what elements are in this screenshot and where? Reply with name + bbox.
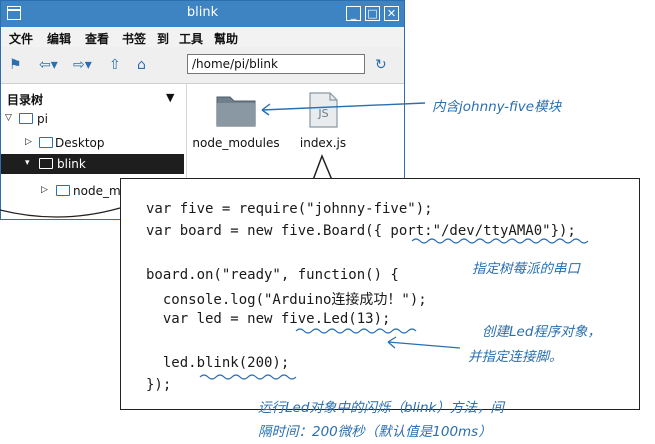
annotation-led-2: 并指定连接脚。 bbox=[468, 349, 563, 365]
tree-item-label: pi bbox=[37, 112, 48, 126]
bookmark-flag-icon[interactable]: ⚑ bbox=[9, 57, 22, 73]
tree-item-label: Desktop bbox=[55, 136, 105, 150]
code-line-8: led.blink(200); bbox=[146, 355, 290, 371]
minimize-button[interactable]: _ bbox=[346, 6, 361, 21]
sidebar-header[interactable]: 目录树 ▼ bbox=[1, 88, 184, 108]
code-callout: var five = require("johnny-five"); var b… bbox=[120, 178, 640, 410]
node-modules-arrow bbox=[261, 102, 426, 111]
menu-view[interactable]: 查看 bbox=[85, 32, 110, 46]
blink-wavy-underline bbox=[199, 374, 297, 380]
tree-item-node-modules[interactable]: ▷ node_mo bbox=[1, 181, 184, 201]
tree-item-desktop[interactable]: ▷ Desktop bbox=[1, 133, 184, 153]
go-icon[interactable]: ↻ bbox=[375, 57, 387, 73]
arrow-head bbox=[387, 336, 397, 349]
port-wavy-underline bbox=[411, 238, 589, 244]
expanded-triangle-icon[interactable]: ▽ bbox=[5, 113, 12, 123]
folder-icon bbox=[56, 185, 70, 196]
file-badge: JS bbox=[317, 107, 328, 120]
tree-item-blink[interactable]: ▾ blink bbox=[1, 154, 184, 174]
collapsed-triangle-icon[interactable]: ▷ bbox=[25, 137, 32, 147]
led-wavy-underline bbox=[295, 328, 417, 334]
callout-curve bbox=[0, 207, 121, 218]
menu-tools[interactable]: 工具 bbox=[179, 32, 204, 46]
toolbar: ⚑ ⇦▾ ⇨▾ ⇧ ⌂ /home/pi/blink ↻ bbox=[1, 47, 404, 84]
code-line-9: }); bbox=[146, 377, 172, 393]
folder-icon bbox=[39, 158, 53, 169]
folder-icon bbox=[39, 137, 53, 148]
close-button[interactable]: ✕ bbox=[384, 6, 399, 21]
annotation-blink-2: 隔时间：200微秒（默认值是100ms） bbox=[258, 424, 492, 440]
annotation-node-modules: 内含johnny-five模块 bbox=[432, 99, 562, 115]
tree-item-label: node_mo bbox=[73, 184, 128, 198]
file-name: node_modules bbox=[192, 136, 280, 150]
annotation-port: 指定树莓派的串口 bbox=[472, 261, 580, 277]
arrow-head bbox=[261, 103, 271, 116]
led-arrow bbox=[387, 341, 461, 349]
annotation-led-1: 创建Led程序对象， bbox=[482, 324, 601, 340]
sidebar-title: 目录树 bbox=[7, 93, 44, 107]
expanded-triangle-icon[interactable]: ▾ bbox=[25, 158, 30, 168]
title-bar[interactable]: blink _ □ ✕ bbox=[1, 1, 404, 27]
callout-pointer bbox=[312, 153, 333, 181]
window-icon bbox=[7, 6, 21, 20]
js-file-icon: JS bbox=[309, 92, 338, 128]
back-icon[interactable]: ⇦▾ bbox=[39, 57, 58, 73]
file-item-index-js[interactable]: JS index.js bbox=[293, 91, 353, 150]
folder-icon bbox=[216, 96, 256, 127]
file-item-node-modules[interactable]: node_modules bbox=[191, 91, 281, 150]
code-line-1: var five = require("johnny-five"); bbox=[146, 201, 433, 217]
window-title: blink bbox=[186, 5, 219, 20]
forward-icon[interactable]: ⇨▾ bbox=[73, 57, 92, 73]
pane-divider[interactable] bbox=[186, 83, 187, 219]
home-folder-icon bbox=[19, 113, 33, 124]
menu-edit[interactable]: 编辑 bbox=[47, 32, 72, 46]
file-name: index.js bbox=[299, 136, 347, 150]
annotation-blink-1: 运行Led对象中的闪烁（blink）方法，间 bbox=[258, 400, 504, 416]
home-icon[interactable]: ⌂ bbox=[137, 57, 146, 73]
menu-file[interactable]: 文件 bbox=[9, 32, 34, 46]
collapsed-triangle-icon[interactable]: ▷ bbox=[41, 185, 48, 195]
address-input[interactable]: /home/pi/blink bbox=[187, 54, 365, 74]
code-line-5: console.log("Arduino连接成功！"); bbox=[146, 292, 427, 308]
menu-help[interactable]: 幫助 bbox=[214, 32, 239, 46]
menu-go[interactable]: 到 bbox=[157, 32, 170, 46]
maximize-button[interactable]: □ bbox=[365, 6, 380, 21]
code-line-4: board.on("ready", function() { bbox=[146, 267, 399, 283]
tree-item-pi[interactable]: ▽ pi bbox=[1, 109, 184, 129]
tree-item-label: blink bbox=[57, 157, 86, 171]
file-manager-window: blink _ □ ✕ 文件 编辑 查看 书签 到 工具 幫助 ⚑ ⇦▾ ⇨▾ … bbox=[0, 0, 405, 220]
menu-bar: 文件 编辑 查看 书签 到 工具 幫助 bbox=[1, 27, 404, 47]
up-icon[interactable]: ⇧ bbox=[109, 57, 121, 73]
menu-bookmarks[interactable]: 书签 bbox=[122, 32, 147, 46]
code-line-2: var board = new five.Board({ port:"/dev/… bbox=[146, 223, 576, 239]
chevron-down-icon[interactable]: ▼ bbox=[166, 91, 175, 104]
code-line-6: var led = new five.Led(13); bbox=[146, 311, 391, 327]
